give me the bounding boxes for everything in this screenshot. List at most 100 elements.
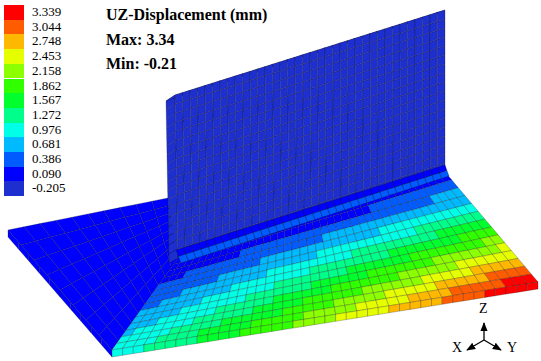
legend-value: 0.976 <box>32 123 61 138</box>
mesh-cell <box>29 254 39 273</box>
mesh-cell <box>304 318 315 327</box>
legend-value: 3.339 <box>32 5 61 20</box>
mesh-cell <box>190 88 198 99</box>
mesh-cell <box>112 348 123 357</box>
mesh-cell <box>368 308 379 317</box>
mesh-cell <box>370 31 378 42</box>
mesh-cell <box>314 316 325 325</box>
mesh-cell <box>165 340 176 349</box>
mesh-cell <box>228 76 236 87</box>
mesh-cell <box>102 338 112 357</box>
mesh-cell <box>400 22 408 33</box>
axis-label: Z <box>479 301 488 316</box>
legend-value: 0.090 <box>32 167 61 182</box>
mesh <box>8 10 538 357</box>
mesh-cell <box>273 62 281 73</box>
mesh-cell <box>176 338 187 347</box>
mesh-cell <box>423 15 431 26</box>
legend-swatch <box>4 123 24 138</box>
mesh-cell <box>385 27 393 38</box>
mesh-cell <box>325 314 336 323</box>
axis-label: X <box>452 340 462 355</box>
mesh-cell <box>393 24 401 35</box>
legend-value: 2.158 <box>32 64 61 79</box>
mesh-cell <box>187 336 198 345</box>
mesh-cell <box>527 282 538 291</box>
base-plate-front-edge <box>112 282 538 357</box>
mesh-cell <box>357 309 368 318</box>
mesh-cell <box>155 342 166 351</box>
base-plate-back <box>8 198 178 350</box>
mesh-cell <box>410 301 421 310</box>
legend-value: 0.681 <box>32 137 61 152</box>
legend-swatch <box>4 152 24 167</box>
mesh-cell <box>288 57 296 68</box>
mesh-cell <box>474 291 485 300</box>
mesh-cell <box>39 266 49 285</box>
mesh-cell <box>258 67 266 78</box>
mesh-cell <box>348 38 356 49</box>
mesh-cell <box>8 230 18 249</box>
mesh-cell <box>208 333 219 342</box>
web-front <box>175 10 445 258</box>
mesh-cell <box>91 326 101 345</box>
mesh-cell <box>408 19 416 30</box>
x-axis <box>467 340 484 350</box>
legend-value: 2.453 <box>32 49 61 64</box>
mesh-cell <box>438 10 446 21</box>
mesh-cell <box>240 328 251 337</box>
mesh-cell <box>463 292 474 301</box>
mesh-cell <box>235 74 243 85</box>
mesh-cell <box>295 55 303 66</box>
mesh-cell <box>421 299 432 308</box>
mesh-cell <box>265 64 273 75</box>
legend-swatch <box>4 137 24 152</box>
mesh-cell <box>280 60 288 71</box>
mesh-cell <box>363 34 371 45</box>
legend-swatch <box>4 181 24 196</box>
legend-value: 1.862 <box>32 79 61 94</box>
mesh-cell <box>293 319 304 328</box>
web-top <box>166 10 445 101</box>
mesh-cell <box>485 289 496 298</box>
legend-value: 0.386 <box>32 152 61 167</box>
mesh-cell <box>175 93 183 104</box>
mesh-cell <box>219 331 230 340</box>
mesh-cell <box>123 347 134 356</box>
legend-swatch <box>4 64 24 79</box>
mesh-cell <box>18 242 28 261</box>
mesh-cell <box>205 83 213 94</box>
weld-fillet <box>176 165 449 263</box>
mesh-cell <box>197 335 208 344</box>
mesh-cell <box>261 325 272 334</box>
mesh-cell <box>213 81 221 92</box>
mesh-cell <box>346 311 357 320</box>
min-value: Min: -0.21 <box>106 55 177 73</box>
legend-swatch <box>4 34 24 49</box>
mesh-cell <box>495 287 506 296</box>
mesh-cell <box>325 45 333 56</box>
mesh-cell <box>133 345 144 354</box>
mesh-cell <box>250 69 258 80</box>
mesh-cell <box>440 171 449 179</box>
mesh-cell <box>144 343 155 352</box>
mesh-cell <box>220 78 228 89</box>
max-value: Max: 3.34 <box>106 31 174 49</box>
plot-title: UZ-Displacement (mm) <box>106 6 267 24</box>
legend-swatch <box>4 167 24 182</box>
mesh-cell <box>282 321 293 330</box>
legend-value: -0.205 <box>32 181 66 196</box>
mesh-cell <box>378 306 389 315</box>
legend-value: 1.567 <box>32 93 61 108</box>
mesh-cell <box>272 323 283 332</box>
mesh-cell <box>198 86 206 97</box>
mesh-cell <box>400 302 411 311</box>
legend-swatch <box>4 79 24 94</box>
mesh-cell <box>389 304 400 313</box>
legend-swatch <box>4 5 24 20</box>
mesh-cell <box>355 36 363 47</box>
y-axis <box>484 340 501 350</box>
mesh-cell <box>183 90 191 101</box>
